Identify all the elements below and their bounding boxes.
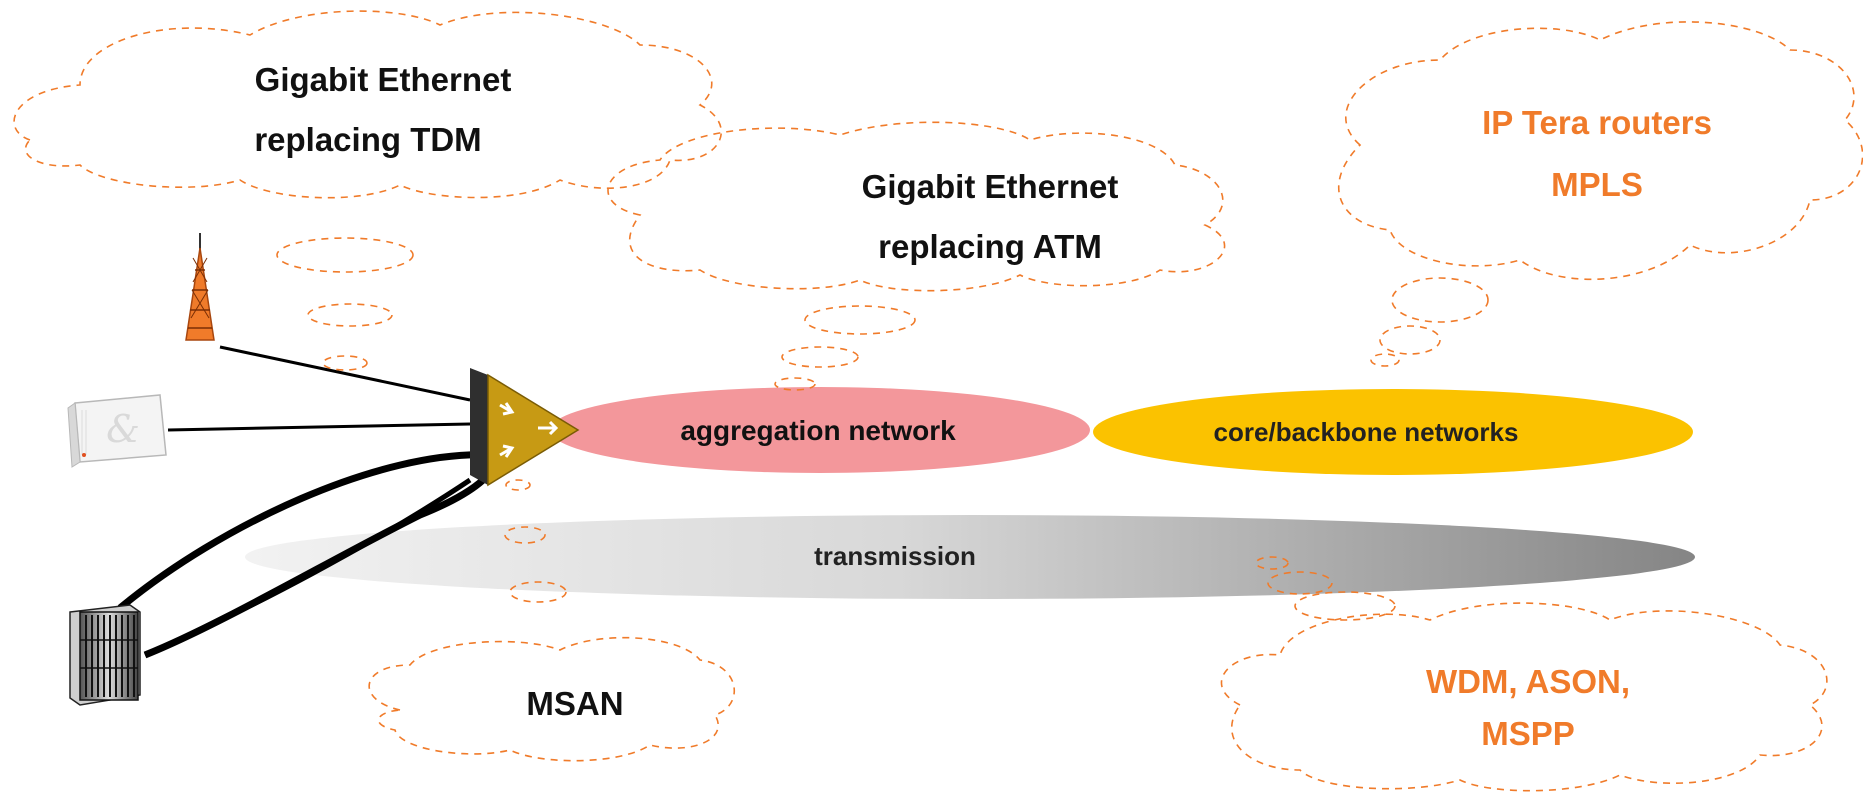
cloud-atm-bubbles bbox=[774, 305, 916, 391]
cloud-wdm-line1: WDM, ASON, bbox=[1426, 663, 1630, 700]
cloud-msan: MSAN bbox=[368, 636, 736, 762]
access-links bbox=[117, 345, 497, 659]
cloud-atm-line2: replacing ATM bbox=[878, 228, 1102, 265]
cloud-tdm-line2: replacing TDM bbox=[254, 121, 481, 158]
core-backbone-network: core/backbone networks bbox=[1093, 389, 1693, 475]
cloud-msan-label: MSAN bbox=[526, 685, 623, 722]
svg-text:&: & bbox=[106, 407, 140, 451]
cloud-ip-tera: IP Tera routers MPLS bbox=[1337, 21, 1863, 280]
antenna-tower-icon bbox=[185, 233, 215, 341]
aggregation-network: aggregation network bbox=[550, 387, 1090, 473]
cloud-wdm-line2: MSPP bbox=[1481, 715, 1575, 752]
cloud-wdm: WDM, ASON, MSPP bbox=[1220, 602, 1828, 792]
msan-ring-inner bbox=[144, 477, 472, 658]
cloud-gigabit-tdm: Gigabit Ethernet replacing TDM bbox=[13, 10, 722, 199]
cloud-wdm-bubbles bbox=[1255, 556, 1396, 621]
cloud-atm-line1: Gigabit Ethernet bbox=[862, 168, 1119, 205]
msan-rack-icon bbox=[69, 604, 141, 706]
transmission-label: transmission bbox=[814, 541, 976, 571]
cloud-ip-line1: IP Tera routers bbox=[1482, 104, 1712, 141]
cloud-gigabit-atm: Gigabit Ethernet replacing ATM bbox=[607, 121, 1226, 292]
transmission-band: transmission bbox=[245, 515, 1695, 599]
core-network-label: core/backbone networks bbox=[1214, 417, 1519, 447]
cloud-tdm-bubbles bbox=[276, 237, 414, 371]
aggregation-router-icon bbox=[470, 368, 580, 487]
cloud-msan-bubbles bbox=[504, 479, 567, 603]
home-gateway-icon: & bbox=[67, 394, 167, 468]
cloud-ip-line2: MPLS bbox=[1551, 166, 1643, 203]
aggregation-network-label: aggregation network bbox=[680, 415, 956, 446]
cloud-ip-bubbles bbox=[1370, 277, 1489, 367]
cloud-tdm-line1: Gigabit Ethernet bbox=[255, 61, 512, 98]
